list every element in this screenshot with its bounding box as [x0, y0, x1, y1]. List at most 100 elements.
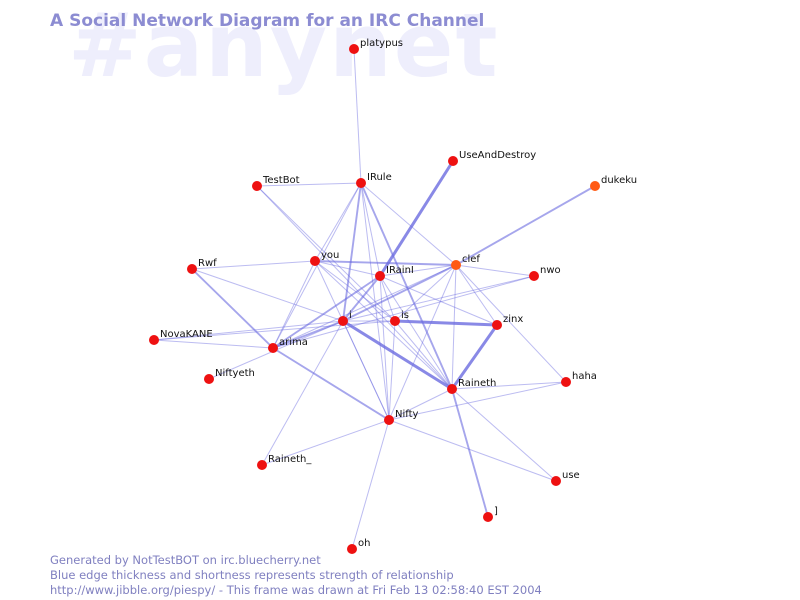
node-dot[interactable] [451, 260, 461, 270]
edge-you-clef [314, 260, 457, 266]
node-dot[interactable] [310, 256, 320, 266]
edge-clef-Nifty [388, 264, 457, 421]
edge-i-Raineth [342, 319, 453, 391]
node-dot[interactable] [590, 181, 600, 191]
node-label: Raineth [458, 378, 496, 389]
node-dot[interactable] [492, 320, 502, 330]
node-dot[interactable] [529, 271, 539, 281]
node-dot[interactable] [448, 156, 458, 166]
node-zinx[interactable]: zinx [492, 314, 523, 330]
node-TestBot[interactable]: TestBot [252, 175, 300, 191]
edge-i-NovaKANE [153, 320, 344, 341]
node-dot[interactable] [447, 384, 457, 394]
edge-is-zinx [394, 319, 498, 327]
node-haha[interactable]: haha [561, 371, 597, 387]
diagram-title: A Social Network Diagram for an IRC Chan… [50, 11, 485, 31]
node-label: ] [494, 506, 498, 517]
node-dot[interactable] [561, 377, 571, 387]
node-Rwf[interactable]: Rwf [187, 258, 217, 274]
node-label: haha [572, 371, 597, 382]
node-platypus[interactable]: platypus [349, 38, 403, 54]
footer-timestamp[interactable]: http://www.jibble.org/piespy/ - This fra… [50, 583, 542, 597]
node-dot[interactable] [204, 374, 214, 384]
edge-you-arima [272, 260, 316, 349]
node-Raineth[interactable]: Raineth [447, 378, 496, 394]
edge-IRule-IRainI [360, 182, 381, 277]
node-arima[interactable]: arima [268, 337, 308, 353]
node-you[interactable]: you [310, 250, 339, 266]
node-dot[interactable] [257, 460, 267, 470]
node-oh[interactable]: oh [347, 538, 370, 554]
node-dot[interactable] [483, 512, 493, 522]
edge-IRule-clef [360, 182, 457, 266]
edge-Nifty-haha [388, 381, 567, 421]
node-dot[interactable] [187, 264, 197, 274]
node-dot[interactable] [347, 544, 357, 554]
edge-clef-arima [272, 264, 457, 349]
node-dot[interactable] [390, 316, 400, 326]
footer-legend: Blue edge thickness and shortness repres… [50, 568, 454, 582]
edge-Nifty-use [388, 419, 557, 482]
node-IRainI[interactable]: IRainI [375, 265, 414, 281]
edge-you-Raineth [314, 260, 453, 390]
edge-you-IRainI [314, 260, 381, 277]
node-label: nwo [540, 265, 561, 276]
node-dot[interactable] [551, 476, 561, 486]
node-dot[interactable] [356, 178, 366, 188]
node-label: TestBot [262, 175, 300, 186]
edge-TestBot-is [256, 185, 396, 322]
node-bracket[interactable]: ] [483, 506, 498, 522]
edge-IRainI-i [342, 275, 381, 322]
node-IRule[interactable]: IRule [356, 172, 392, 188]
node-Nifty[interactable]: Nifty [384, 409, 419, 425]
edge-clef-is [394, 264, 457, 322]
edge-Nifty-Raineth_ [261, 419, 390, 466]
node-dukeku[interactable]: dukeku [590, 175, 637, 191]
node-UseAndDestroy[interactable]: UseAndDestroy [448, 150, 536, 166]
node-dot[interactable] [375, 271, 385, 281]
node-is[interactable]: is [390, 310, 409, 326]
node-label: UseAndDestroy [459, 150, 536, 161]
edge-IRule-Nifty [360, 182, 390, 421]
node-dot[interactable] [338, 316, 348, 326]
node-label: i [349, 310, 352, 321]
edge-TestBot-Raineth [256, 185, 453, 390]
edge-TestBot-IRule [256, 182, 362, 187]
node-dot[interactable] [384, 415, 394, 425]
edge-IRule-you [314, 182, 362, 262]
node-label: arima [279, 337, 308, 348]
node-label: Niftyeth [215, 368, 255, 379]
node-Raineth_[interactable]: Raineth_ [257, 454, 312, 470]
node-dot[interactable] [349, 44, 359, 54]
node-NovaKANE[interactable]: NovaKANE [149, 329, 213, 345]
node-dot[interactable] [149, 335, 159, 345]
edge-is-Nifty [388, 320, 396, 421]
node-Niftyeth[interactable]: Niftyeth [204, 368, 255, 384]
edge-Raineth-haha [451, 381, 567, 390]
node-clef[interactable]: clef [451, 254, 480, 270]
edge-IRule-Raineth [360, 182, 453, 390]
edge-is-NovaKANE [153, 320, 396, 341]
edge-Nifty-oh [351, 419, 390, 550]
node-label: IRainI [386, 265, 414, 276]
node-use[interactable]: use [551, 470, 580, 486]
node-label: use [562, 470, 580, 481]
edge-clef-haha [455, 264, 567, 383]
node-dot[interactable] [252, 181, 262, 191]
node-nwo[interactable]: nwo [529, 265, 561, 281]
node-label: clef [462, 254, 480, 265]
edge-i-Nifty [342, 320, 390, 421]
node-label: oh [358, 538, 370, 549]
edge-you-is [314, 260, 396, 322]
edge-IRainI-Raineth [379, 275, 453, 390]
edge-i-Raineth_ [261, 320, 344, 466]
footer-generated-by: Generated by NotTestBOT on irc.bluecherr… [50, 553, 321, 567]
edge-you-Nifty [314, 260, 390, 421]
node-label: Raineth_ [268, 454, 312, 465]
node-i[interactable]: i [338, 310, 352, 326]
node-label: Rwf [198, 258, 217, 269]
node-dot[interactable] [268, 343, 278, 353]
edge-layer [153, 48, 596, 550]
edge-clef-nwo [455, 264, 535, 277]
